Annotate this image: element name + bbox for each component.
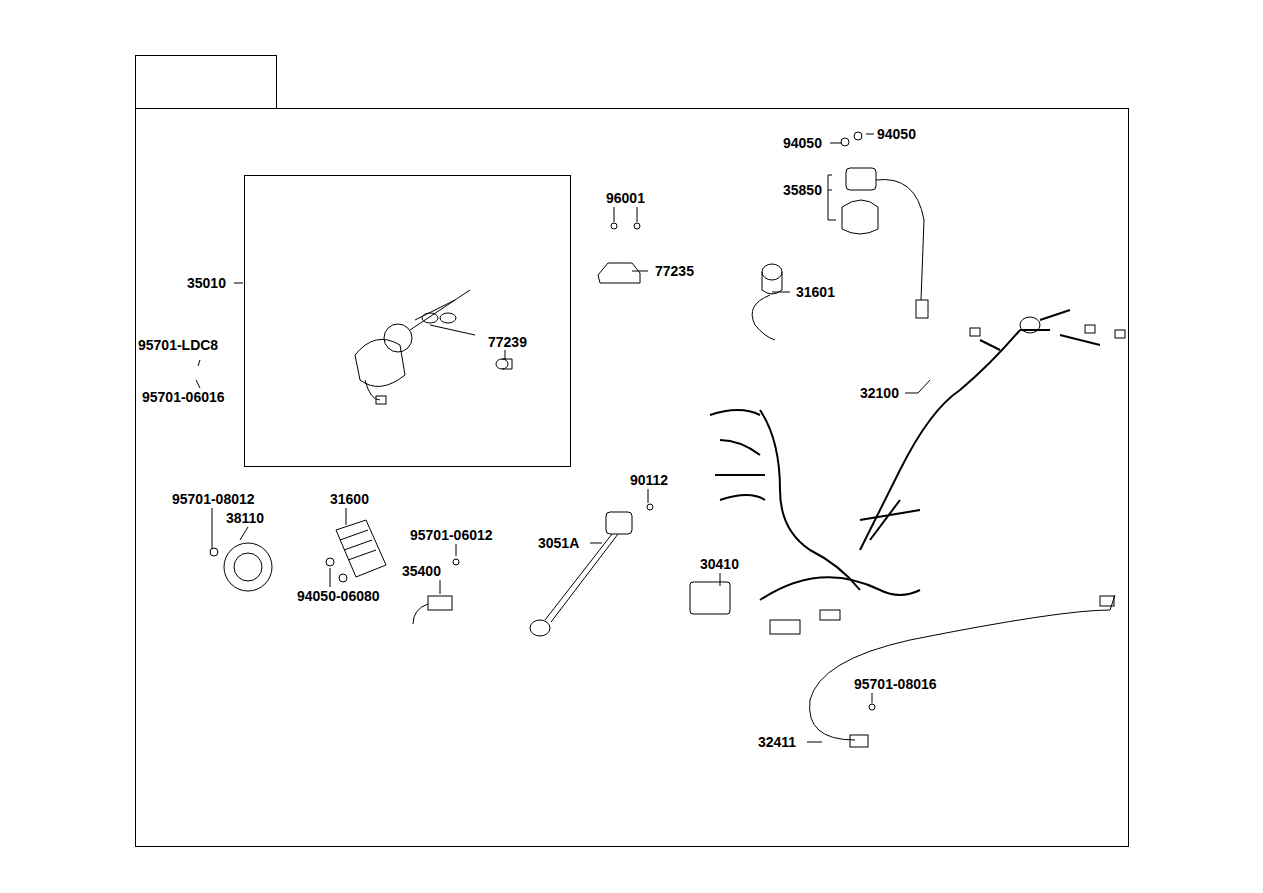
callout-number: 95701-LDC8: [138, 336, 218, 354]
callout-number: 30410: [700, 555, 739, 573]
callout-number: 94050: [783, 134, 822, 152]
callout-number: 90112: [630, 471, 668, 489]
outer-frame: [136, 109, 1129, 847]
callout-number: 31600: [330, 490, 369, 508]
callout-number: 32100: [860, 384, 899, 402]
callout-number: 77235: [655, 262, 694, 280]
callout-number: 95701-06016: [142, 388, 225, 406]
title-box: [136, 56, 277, 109]
callout-number: 95701-08016: [854, 675, 937, 693]
callout-number: 35400: [402, 562, 441, 580]
callout-number: 32411: [758, 733, 796, 751]
callout-number: 35010: [187, 274, 226, 292]
callout-number: 95701-06012: [410, 526, 493, 544]
callout-number: 95701-08012: [172, 490, 255, 508]
group-box: 77239: [244, 175, 571, 467]
callout-number: 94050-06080: [297, 587, 380, 605]
callout-number: 35850: [783, 181, 822, 199]
callout-number: 38110: [226, 509, 264, 527]
callout-number: 96001: [606, 189, 645, 207]
callout-number: 77239: [488, 333, 527, 351]
callout-number: 31601: [796, 283, 835, 301]
callout-number: 3051A: [538, 534, 579, 552]
callout-number: 94050: [877, 125, 916, 143]
